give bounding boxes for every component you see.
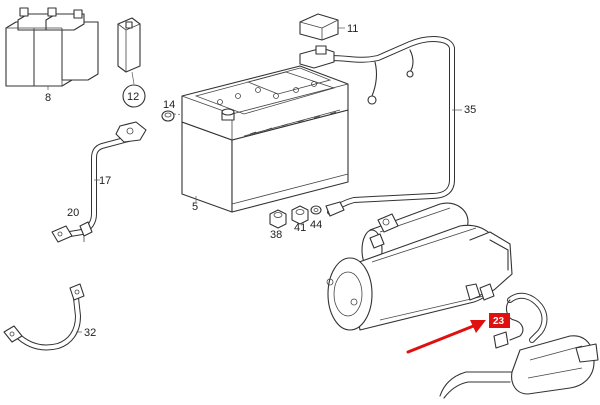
label-fuse-box-cover: 11 [347,23,358,35]
ground-strap-32 [3,283,85,351]
label-ground-cable: 17 [99,175,111,187]
positive-cable-35 [299,36,462,217]
starter-wire-23 [493,292,548,349]
highlight-badge [489,313,510,328]
label-fuse-block: 12 [127,91,139,103]
label-washer-44: 44 [310,219,322,231]
label-starter-wire: 23 [493,316,505,327]
washer-44 [310,205,322,215]
battery-cells-8 [5,7,99,90]
bolt-20 [79,221,93,242]
fuse-box-cover-11 [299,13,345,41]
starter-motor [326,202,513,331]
lower-housing [439,335,599,399]
label-terminal-cap: 14 [163,99,175,111]
label-nut-38: 38 [270,229,282,241]
nut-41 [291,205,309,225]
label-battery: 5 [192,201,198,213]
label-ground-strap: 32 [84,327,96,339]
battery-5 [181,65,349,213]
label-bolt: 20 [67,207,79,219]
label-nut-41: 41 [294,222,306,234]
nut-38 [269,209,287,229]
label-positive-cable: 35 [464,104,476,116]
label-battery-cells: 8 [45,92,51,104]
fuse-block-12 [117,17,146,108]
highlight-arrow [406,320,486,354]
